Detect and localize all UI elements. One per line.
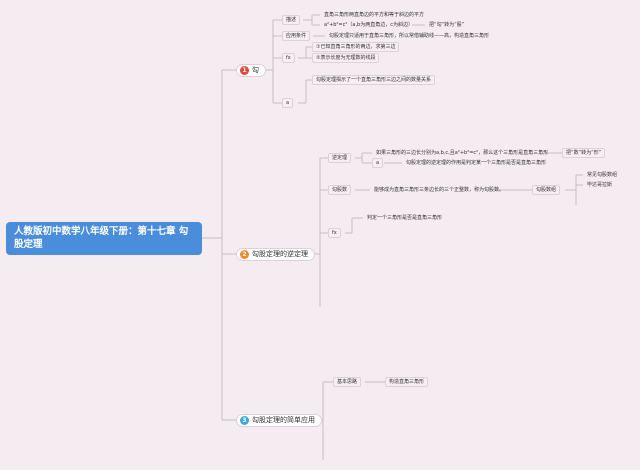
b1-condition-text[interactable]: 勾股定理只适用于直角三角形，所以常借辅助线——高，构造直角三角形 (329, 33, 490, 39)
b2-pythagorean-node[interactable]: 勾股数 (328, 185, 352, 195)
b2-inverse-note[interactable]: 把“数”转为“形” (562, 148, 606, 158)
b1-desc-text-1[interactable]: 直角三角形两直角边的平方和等于斜边的平方 (324, 12, 425, 18)
b3-basic-node[interactable]: 基本思路 (333, 377, 362, 387)
b2-fx-text[interactable]: 判定一个三角形是否是直角三角形 (367, 215, 443, 221)
b2-inverse-text[interactable]: 如果三角形的三边长分别为a,b,c,且a²+b²=c²，那么这个三角形是直角三角… (376, 150, 549, 156)
b2-inverse-a-node[interactable]: a (372, 158, 384, 168)
connector-branch-1 (262, 19, 282, 104)
connector-trunk (202, 69, 236, 421)
connector-b2-inverse (355, 152, 562, 164)
b2-fx-node[interactable]: fx (328, 228, 341, 238)
b1-desc-note[interactable]: 把“勾”转为“股” (429, 22, 465, 28)
b1-fx-text-2[interactable]: ②表示长度为无理数的线段 (312, 53, 380, 63)
branch-1-badge: 1 (240, 66, 249, 75)
b1-a-text[interactable]: 勾股定理揭示了一个直角三角形三边之间的数量关系 (312, 75, 436, 85)
connector-b2-fx (345, 217, 363, 234)
b2-pythagorean-text[interactable]: 能够成为直角三角形三条边长的三个正整数，称为勾股数。 (374, 187, 505, 193)
b1-fx-text-1[interactable]: ①已知直角三角形的两边，求第三边 (312, 42, 400, 52)
branch-2-label: 勾股定理的逆定理 (252, 250, 308, 258)
b1-fx-node[interactable]: fx (282, 53, 295, 63)
branch-1-label: 勾 (252, 66, 259, 74)
branch-3-node[interactable]: 3 勾股定理的简单应用 (236, 414, 322, 427)
branch-3-label: 勾股定理的简单应用 (252, 416, 315, 424)
branch-1-node[interactable]: 1 勾 (236, 64, 266, 77)
b1-description-node[interactable]: 描述 (282, 15, 301, 25)
connector-branch-2 (310, 157, 328, 307)
b2-triples-node[interactable]: 勾股数组 (532, 185, 561, 195)
connector-b2-pyth (355, 174, 583, 205)
branch-3-badge: 3 (240, 416, 249, 425)
b1-desc-text-2[interactable]: a²+b²=c²（a,b为两直角边，c为斜边） (324, 22, 413, 28)
connector-b1-fx (298, 46, 312, 59)
b2-common-triples[interactable]: 常见勾股数组 (587, 172, 618, 178)
root-node[interactable]: 人教版初中数学八年级下册：第十七章 勾股定理 (6, 222, 202, 255)
branch-2-node[interactable]: 2 勾股定理的逆定理 (236, 248, 315, 261)
b1-a-node[interactable]: a (282, 98, 294, 108)
b2-inverse-use-text[interactable]: 勾股定理的逆定理的作用是判定某一个三角形是否是直角三角形 (406, 160, 547, 166)
b2-pythagoras[interactable]: 毕达哥拉斯 (587, 182, 613, 188)
branch-2-badge: 2 (240, 250, 249, 259)
b3-basic-text[interactable]: 构造直角三角形 (385, 377, 429, 387)
connector-b1-desc (303, 14, 425, 26)
connector-b1-a (298, 79, 312, 104)
b2-inverse-node[interactable]: 逆定理 (328, 153, 352, 163)
b1-condition-node[interactable]: 应用条件 (282, 31, 311, 41)
